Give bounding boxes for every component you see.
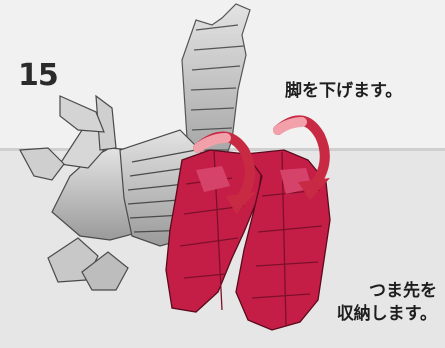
instruction-store-toes-line2: 収納します。 (336, 304, 437, 324)
rotation-arrow-right (273, 115, 330, 200)
instruction-store-toes-line1: つま先を (369, 281, 437, 301)
dorsal-spine (181, 3, 251, 186)
rotation-arrow-left (193, 131, 256, 214)
step-number: 15 (18, 58, 59, 93)
instruction-lower-legs: 脚を下げます。 (285, 81, 403, 101)
instruction-store-toes: つま先を 収納します。 (337, 280, 437, 326)
